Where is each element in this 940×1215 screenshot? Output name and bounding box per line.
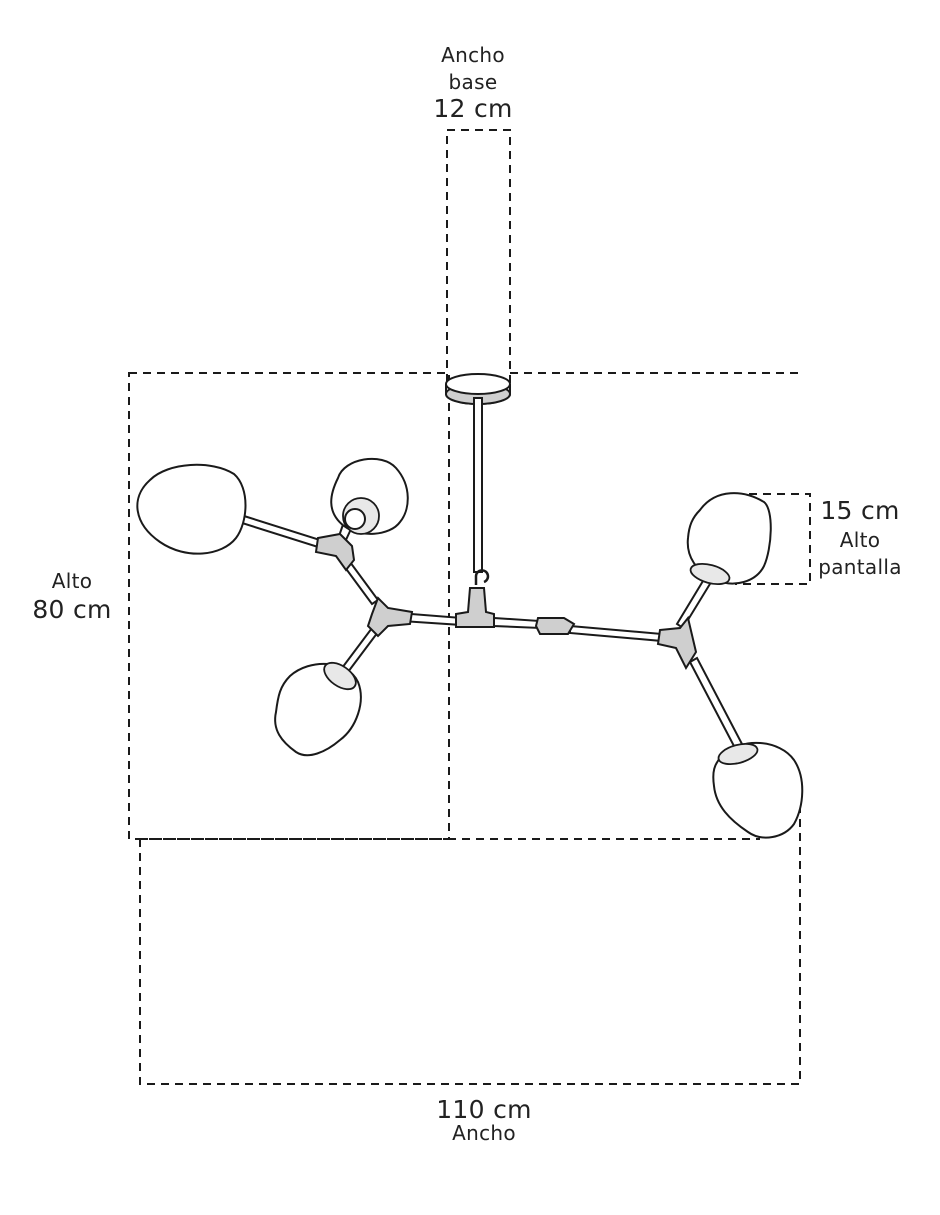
- left-joint: [366, 596, 414, 638]
- base-width-guide: [446, 129, 511, 383]
- glass-shades: [136, 458, 804, 839]
- shade-height-title-2: pantalla: [818, 555, 902, 579]
- shade-height-guide: [735, 493, 811, 585]
- total-height-title: Alto: [51, 569, 93, 593]
- right-joint: [656, 615, 698, 671]
- base-width-title-2: base: [448, 70, 498, 94]
- height-guide: [128, 372, 450, 840]
- total-width-title: Ancho: [452, 1121, 516, 1145]
- base-width-value: 12 cm: [433, 94, 513, 123]
- total-height-value: 80 cm: [32, 595, 112, 624]
- hanging-hook: [474, 569, 490, 585]
- shade-lower-right: [712, 742, 804, 839]
- middle-coupler: [534, 617, 576, 635]
- base-width-title: Ancho: [441, 43, 505, 67]
- arms: [240, 511, 744, 750]
- joints: [314, 532, 698, 671]
- upper-left-joint: [314, 532, 356, 572]
- shade-bottom-left: [274, 661, 362, 757]
- shade-far-left: [136, 463, 247, 555]
- total-width-value: 110 cm: [436, 1095, 532, 1124]
- ceiling-canopy: [445, 373, 511, 405]
- shade-height-title: Alto: [839, 528, 881, 552]
- width-guide: [139, 785, 801, 1085]
- shade-upper-right: [686, 492, 772, 586]
- shade-top-left: [330, 458, 409, 535]
- center-joint: [455, 587, 495, 628]
- drop-rod: [473, 397, 483, 573]
- shade-height-value: 15 cm: [820, 496, 900, 525]
